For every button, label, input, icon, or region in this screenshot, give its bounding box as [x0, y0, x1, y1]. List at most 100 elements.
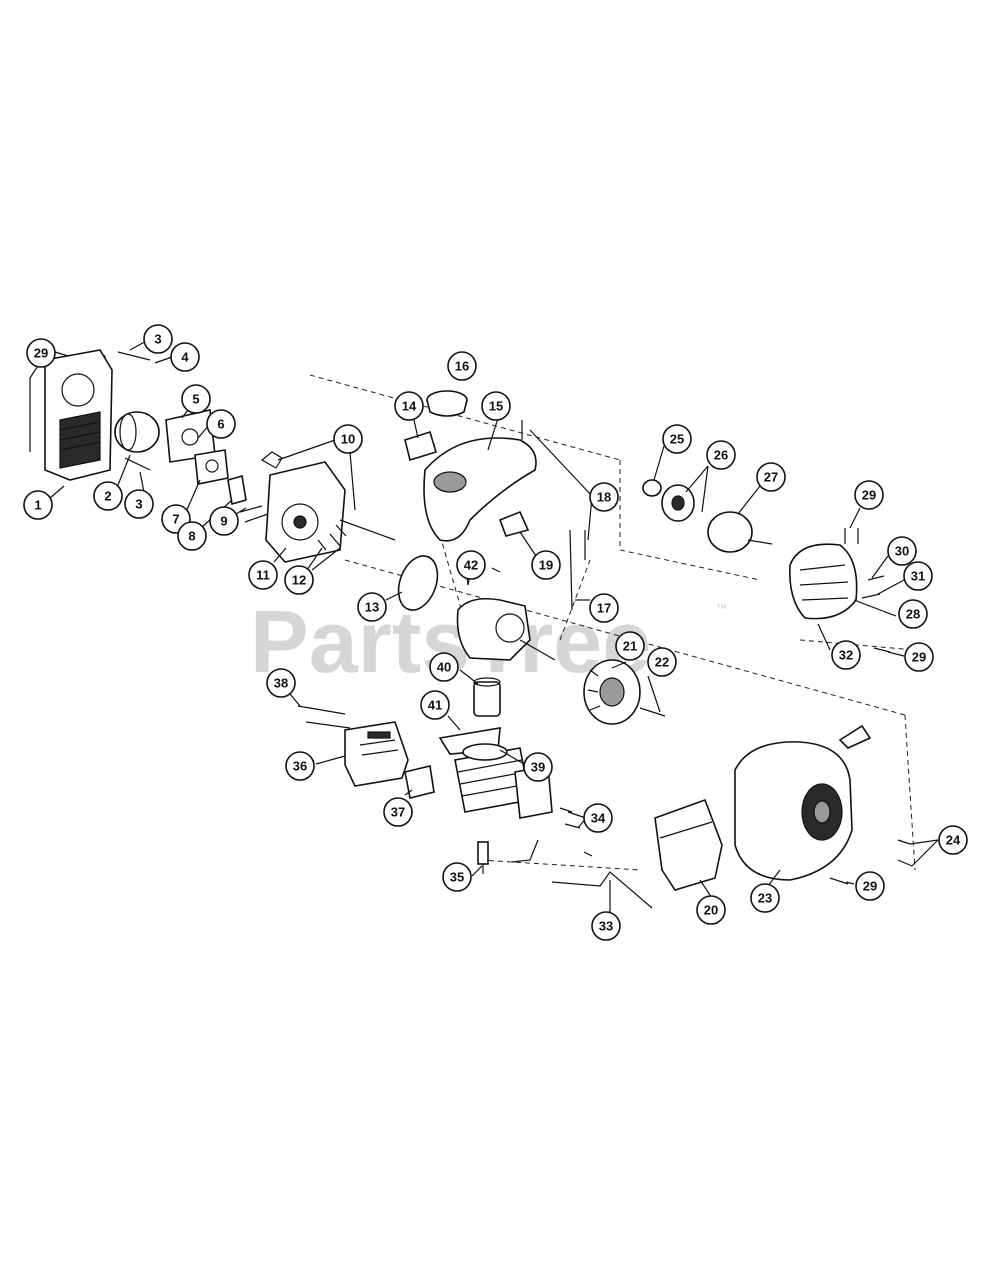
callout-20: 20 [696, 895, 726, 925]
svg-text:23: 23 [758, 891, 772, 906]
callout-17: 17 [589, 593, 619, 623]
callout-12: 12 [284, 565, 314, 595]
part-28-drive-housing [788, 543, 858, 620]
part-7-carburetor [194, 449, 229, 485]
part-23-starter-housing [734, 724, 872, 881]
part-40-piston [473, 677, 501, 717]
callout-37: 37 [383, 797, 413, 827]
crankcase-assembly [456, 597, 556, 661]
part-17-rod [569, 529, 573, 611]
svg-text:30: 30 [895, 544, 909, 559]
svg-text:39: 39 [531, 760, 545, 775]
callout-30: 30 [887, 536, 917, 566]
callout-9: 9 [209, 506, 239, 536]
svg-text:14: 14 [402, 399, 417, 414]
svg-text:4: 4 [181, 350, 189, 365]
callout-13: 13 [357, 592, 387, 622]
part-29-screws-left [29, 351, 69, 452]
svg-text:15: 15 [489, 399, 503, 414]
svg-text:36: 36 [293, 759, 307, 774]
svg-text:10: 10 [341, 432, 355, 447]
callout-10: 10 [333, 424, 363, 454]
part-36-muffler [344, 721, 409, 787]
svg-text:40: 40 [437, 660, 451, 675]
svg-text:38: 38 [274, 676, 288, 691]
svg-text:20: 20 [704, 903, 718, 918]
callout-25: 25 [662, 424, 692, 454]
part-25-washer [642, 479, 662, 497]
svg-text:29: 29 [912, 650, 926, 665]
svg-text:29: 29 [862, 488, 876, 503]
callout-36: 36 [285, 751, 315, 781]
part-38-bolts [297, 705, 351, 729]
part-29-screw-right [873, 647, 891, 653]
part-24-screws [897, 839, 913, 867]
callout-labels: 1 2 3 3 4 5 6 7 8 9 10 11 12 13 14 15 16… [23, 324, 968, 941]
callout-24: 24 [938, 825, 968, 855]
part-10-fuel-line [339, 519, 396, 541]
callout-21: 21 [615, 631, 645, 661]
part-26-clutch [661, 484, 695, 522]
part-14-clip [404, 430, 437, 462]
svg-text:18: 18 [597, 490, 611, 505]
svg-text:24: 24 [946, 833, 961, 848]
svg-text:34: 34 [591, 811, 606, 826]
mount-bracket [511, 839, 539, 863]
part-35-spark-plug [477, 841, 489, 874]
callout-3-lower: 3 [124, 489, 154, 519]
callout-14: 14 [394, 391, 424, 421]
part-21-flywheel [583, 659, 641, 725]
part-22-shaft [639, 707, 666, 717]
svg-text:37: 37 [391, 805, 405, 820]
part-15-rear-housing [423, 437, 537, 542]
callout-2: 2 [93, 481, 123, 511]
svg-text:13: 13 [365, 600, 379, 615]
part-37-muffler-gasket [404, 765, 435, 799]
part-18-bolts [521, 420, 586, 560]
svg-text:5: 5 [192, 392, 199, 407]
svg-text:31: 31 [911, 569, 925, 584]
callout-18: 18 [589, 482, 619, 512]
callout-27: 27 [756, 462, 786, 492]
part-33-throttle-linkage [551, 871, 653, 909]
callout-11: 11 [248, 560, 278, 590]
callout-29-right: 29 [904, 642, 934, 672]
callout-34: 34 [583, 803, 613, 833]
callout-40: 40 [429, 652, 459, 682]
svg-text:35: 35 [450, 870, 464, 885]
svg-text:7: 7 [172, 512, 179, 527]
callout-31: 31 [903, 561, 933, 591]
callout-16: 16 [447, 351, 477, 381]
svg-text:26: 26 [714, 448, 728, 463]
part-29-screw-lower [829, 877, 849, 885]
callout-41: 41 [420, 690, 450, 720]
svg-text:29: 29 [34, 346, 48, 361]
svg-text:2: 2 [104, 489, 111, 504]
part-3-screws [117, 351, 151, 471]
svg-text:1: 1 [34, 498, 41, 513]
svg-text:8: 8 [188, 529, 195, 544]
part-20-shield [654, 798, 723, 891]
part-19-clip [498, 510, 530, 537]
svg-text:21: 21 [623, 639, 637, 654]
svg-text:16: 16 [455, 359, 469, 374]
part-12-hardware [317, 524, 347, 551]
callout-26: 26 [706, 440, 736, 470]
svg-text:19: 19 [539, 558, 553, 573]
part-2-air-filter [114, 411, 160, 453]
callout-29-top-right: 29 [854, 480, 884, 510]
svg-text:42: 42 [464, 558, 478, 573]
part-11-fuel-tank [260, 451, 346, 563]
svg-text:27: 27 [764, 470, 778, 485]
svg-text:9: 9 [220, 514, 227, 529]
leader-lines [29, 338, 939, 912]
part-34-hardware [559, 807, 593, 857]
callout-4: 4 [170, 342, 200, 372]
callout-35: 35 [442, 862, 472, 892]
callout-33: 33 [591, 911, 621, 941]
svg-text:25: 25 [670, 432, 684, 447]
part-30-31-29-screws [844, 528, 885, 599]
part-8-gasket [227, 474, 247, 506]
callout-5: 5 [181, 384, 211, 414]
